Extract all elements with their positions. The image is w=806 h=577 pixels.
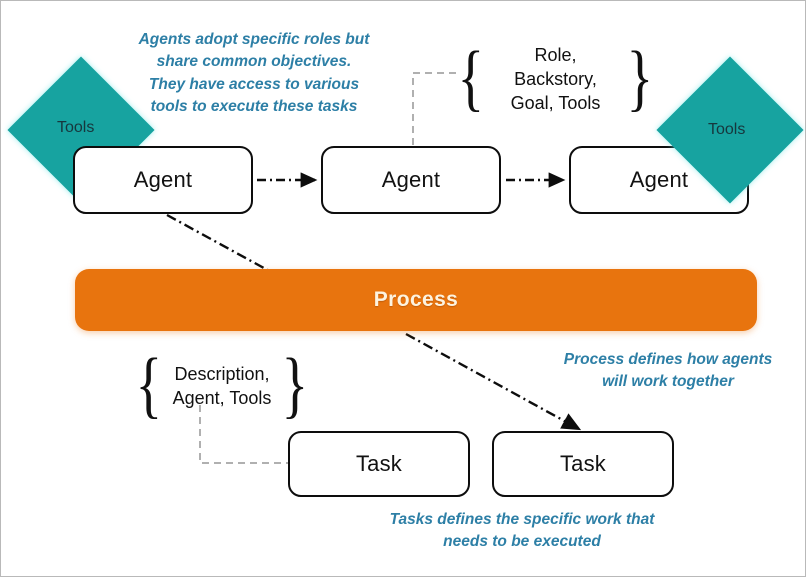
tasks-note: Tasks defines the specific work that nee… <box>389 511 655 551</box>
process-note: Process defines how agents will work tog… <box>563 351 773 391</box>
agent-box-2[interactable]: Agent <box>321 146 501 214</box>
process-to-task-arrow <box>405 332 582 431</box>
task-label-1: Task <box>355 451 403 476</box>
process-bar[interactable]: Process <box>75 269 757 331</box>
agent-attributes-brace: { Role, Backstory, Goal, Tools } <box>453 37 658 120</box>
agent-label-1: Agent <box>133 167 193 192</box>
tools-label-left: Tools <box>57 119 95 136</box>
tools-label-right: Tools <box>708 121 746 138</box>
agent-label-2: Agent <box>381 167 441 192</box>
agent-brace-connector <box>412 72 456 153</box>
task-attributes-brace: { Description, Agent, Tools } <box>126 344 318 427</box>
task-box-1[interactable]: Task <box>288 431 470 497</box>
agent-attributes-text: Role, Backstory, Goal, Tools <box>510 44 601 114</box>
task-attributes-text: Description, Agent, Tools <box>172 363 272 408</box>
agents-note: Agents adopt specific roles but share co… <box>138 31 370 116</box>
brace-right-agent: } <box>626 37 654 120</box>
brace-left-agent: { <box>457 37 485 120</box>
process-label: Process <box>373 288 459 311</box>
brace-left-task: { <box>135 344 163 427</box>
agent-box-1[interactable]: Agent <box>73 146 253 214</box>
agent-to-process-line <box>166 213 274 275</box>
agent-label-3: Agent <box>629 167 689 192</box>
brace-right-task: } <box>281 344 309 427</box>
task-label-2: Task <box>559 451 607 476</box>
task-box-2[interactable]: Task <box>492 431 674 497</box>
